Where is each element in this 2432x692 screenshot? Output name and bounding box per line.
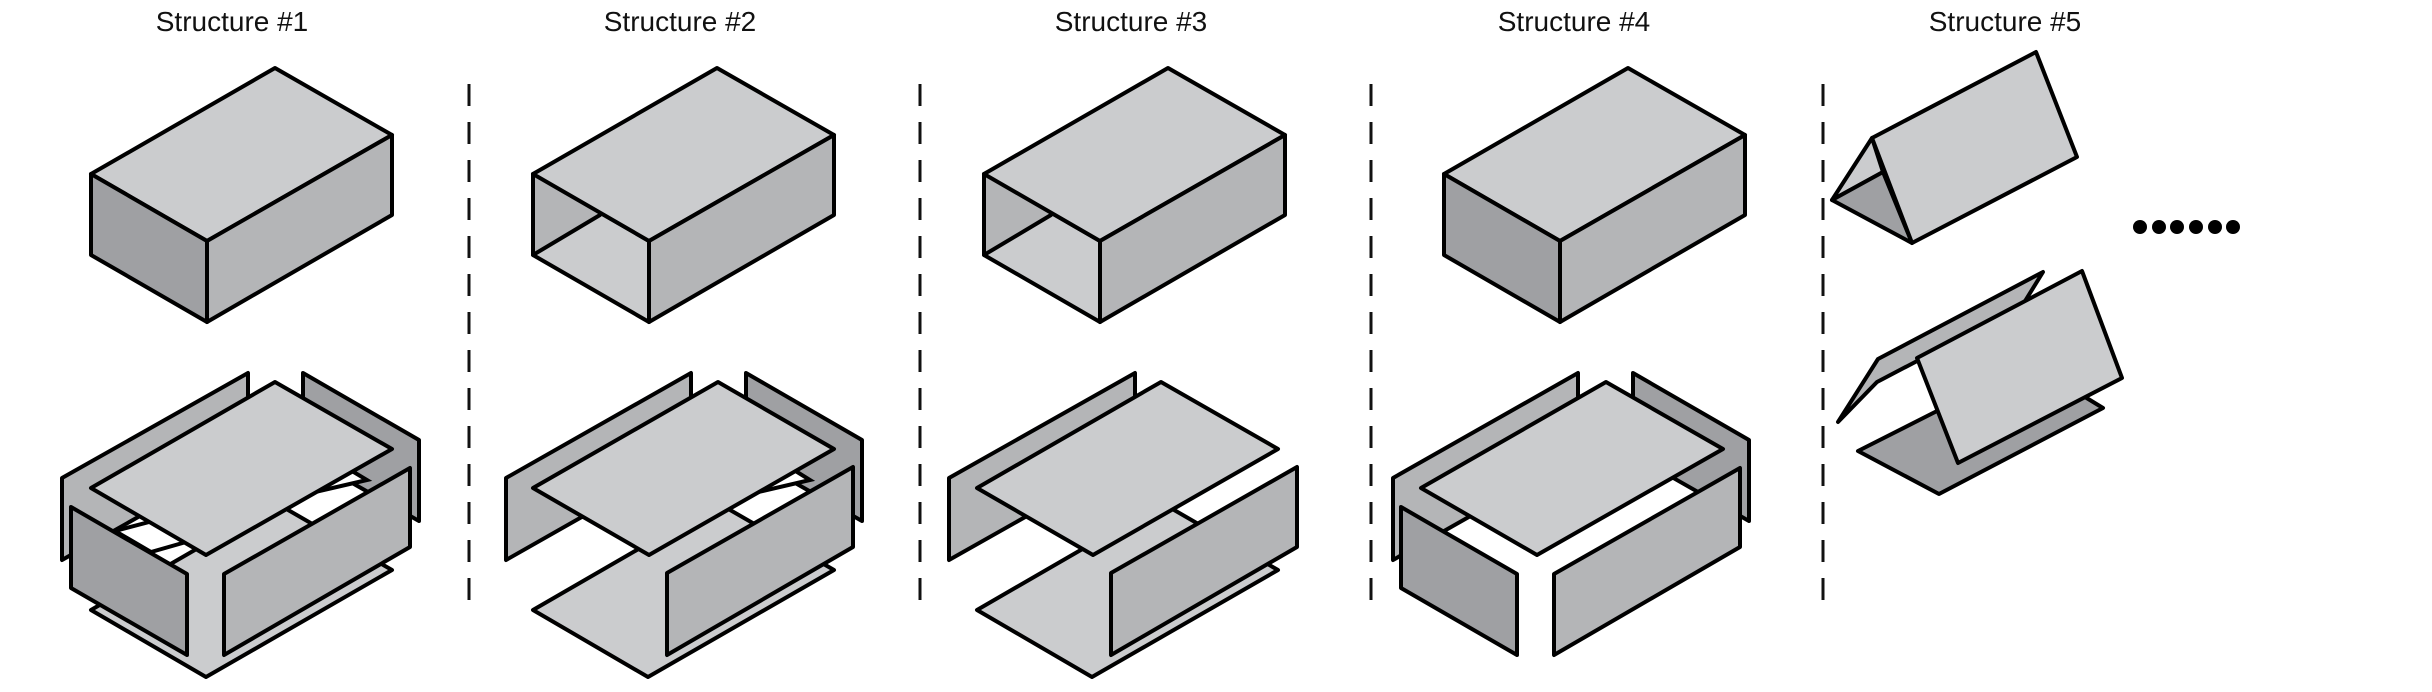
structure-4-assembled [1442, 66, 1747, 324]
structure-4-exploded [1391, 371, 1751, 657]
structure-5-title: Structure #5 [1928, 6, 2082, 37]
structure-1-title: Structure #1 [155, 6, 309, 37]
structure-1-assembled [89, 66, 394, 324]
continuation-ellipsis [2133, 220, 2240, 234]
structure-3-title: Structure #3 [1054, 6, 1208, 37]
structure-3-exploded [947, 371, 1299, 679]
structure-5-exploded [1836, 269, 2124, 496]
structure-5-assembled [1830, 50, 2079, 245]
structure-2-exploded [504, 371, 864, 679]
structure-4-title: Structure #4 [1497, 6, 1651, 37]
structure-3-assembled [982, 66, 1287, 324]
structure-2-assembled [531, 66, 836, 324]
structure-2-title: Structure #2 [603, 6, 757, 37]
structure-1-exploded [60, 371, 421, 679]
